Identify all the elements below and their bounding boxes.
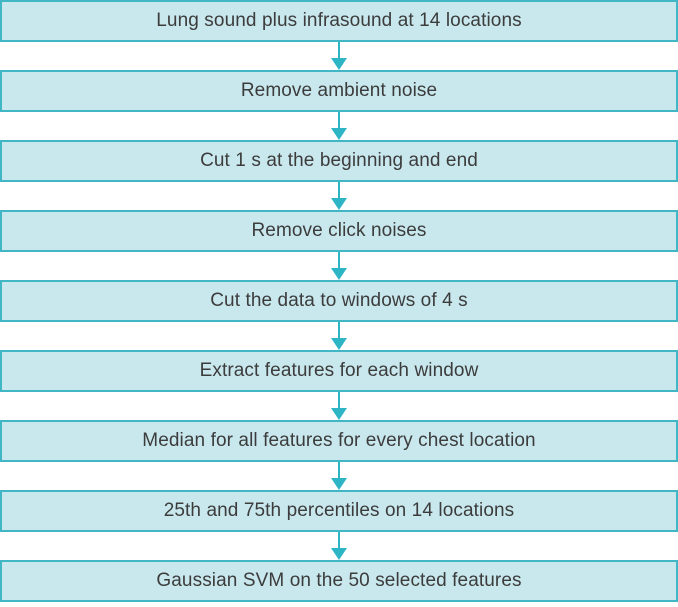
flow-step: Remove click noises: [0, 210, 678, 252]
down-arrow-icon: [0, 322, 678, 350]
flow-step: Gaussian SVM on the 50 selected features: [0, 560, 678, 602]
down-arrow-icon: [0, 532, 678, 560]
flow-step-label: Cut 1 s at the beginning and end: [200, 150, 478, 171]
flow-step-label: Gaussian SVM on the 50 selected features: [156, 570, 522, 591]
down-arrow-icon: [0, 252, 678, 280]
flow-step-label: Cut the data to windows of 4 s: [210, 290, 468, 311]
flow-step: Extract features for each window: [0, 350, 678, 392]
flow-step-label: Remove click noises: [251, 220, 427, 241]
flow-step-label: Extract features for each window: [199, 360, 479, 381]
down-arrow-icon: [0, 392, 678, 420]
down-arrow-icon: [0, 182, 678, 210]
flow-step: Cut 1 s at the beginning and end: [0, 140, 678, 182]
flow-step: Cut the data to windows of 4 s: [0, 280, 678, 322]
flow-step: Lung sound plus infrasound at 14 locatio…: [0, 0, 678, 42]
down-arrow-icon: [0, 112, 678, 140]
flow-step-label: 25th and 75th percentiles on 14 location…: [163, 500, 515, 521]
flow-step: 25th and 75th percentiles on 14 location…: [0, 490, 678, 532]
flow-step-label: Remove ambient noise: [240, 80, 438, 101]
flow-step: Remove ambient noise: [0, 70, 678, 112]
down-arrow-icon: [0, 462, 678, 490]
flow-step-label: Lung sound plus infrasound at 14 locatio…: [156, 10, 522, 31]
flow-step-label: Median for all features for every chest …: [142, 430, 536, 451]
down-arrow-icon: [0, 42, 678, 70]
flow-step: Median for all features for every chest …: [0, 420, 678, 462]
